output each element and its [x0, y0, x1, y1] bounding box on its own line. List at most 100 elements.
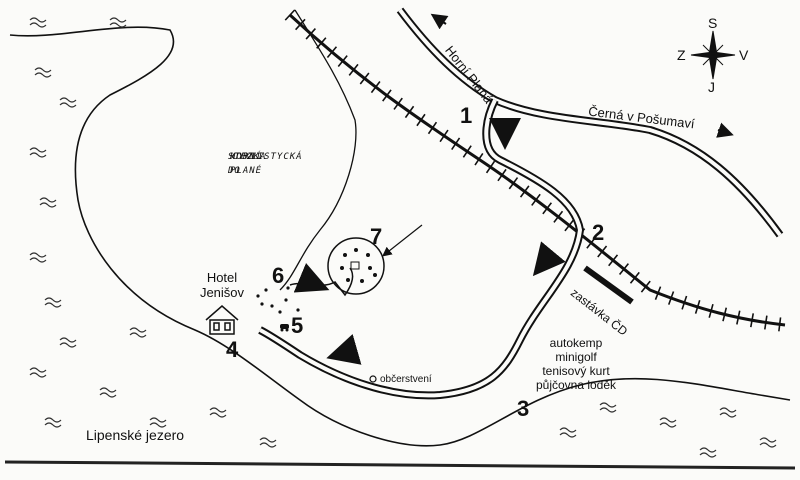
- railway-tie: [416, 113, 426, 127]
- railway-tie: [305, 28, 316, 40]
- railway-tie: [667, 291, 675, 305]
- camp-list: autokemp minigolf tenisový kurt půjčovna…: [520, 336, 632, 392]
- compass-north: S: [708, 15, 718, 31]
- railway-tie: [618, 263, 629, 276]
- compass-south: J: [708, 79, 715, 95]
- bike-path-line-3: HORNÍ PLANÉ: [230, 152, 263, 176]
- railway-tie: [370, 81, 381, 94]
- compass-east: V: [739, 47, 749, 63]
- camp-item-boat-rental: půjčovna loděk: [535, 378, 617, 392]
- arrow-icon: [532, 241, 566, 277]
- water-mark: [109, 17, 127, 28]
- lake-label: Lipenské jezero: [86, 427, 185, 443]
- railway-tie: [404, 105, 415, 119]
- camp-item-minigolf: minigolf: [555, 350, 597, 364]
- marker-4: 4: [226, 337, 239, 362]
- water-mark: [759, 437, 777, 448]
- arrow-icon: [326, 334, 362, 365]
- railway-tie: [736, 310, 741, 325]
- trees-icon: [256, 286, 300, 314]
- railway-tie: [694, 300, 701, 314]
- water-mark: [39, 197, 57, 208]
- water-mark: [209, 407, 227, 418]
- hotel-label-line-1: Hotel: [206, 270, 238, 285]
- railway-tie: [497, 168, 507, 182]
- water-mark: [29, 252, 47, 263]
- railway-tie: [629, 271, 640, 284]
- arrow-icon: [716, 122, 734, 138]
- railway-tie: [778, 317, 782, 332]
- water-mark: [29, 17, 47, 28]
- pointer-line: [382, 224, 423, 257]
- railway-tie: [564, 219, 575, 232]
- railway-tie: [542, 202, 553, 215]
- hotel-label: Hotel Jenišov: [196, 270, 248, 300]
- lake-shore: [9, 26, 791, 447]
- water-mark: [29, 147, 47, 158]
- railway-tie: [553, 210, 564, 223]
- railway-tie: [337, 55, 348, 67]
- bike-path-line-2: STEZKA DO: [228, 152, 267, 176]
- hotel-label-line-2: Jenišov: [199, 285, 245, 300]
- refreshment-icon: [369, 375, 377, 383]
- water-mark: [699, 447, 717, 458]
- train-stop-platform: [583, 265, 634, 305]
- water-mark: [559, 427, 577, 438]
- railway-tie: [427, 121, 438, 135]
- water-mark: [44, 297, 62, 308]
- marker-6: 6: [272, 263, 285, 288]
- water-mark: [59, 337, 77, 348]
- railway-tie: [654, 286, 662, 300]
- railway-ties: [284, 9, 782, 332]
- camp-item-autokemp: autokemp: [549, 336, 603, 350]
- railway-tie: [708, 303, 714, 318]
- marker-7: 7: [370, 224, 383, 249]
- railway-tie: [764, 315, 768, 330]
- marker-2: 2: [592, 220, 605, 245]
- arrow-icon: [430, 13, 449, 30]
- arrow-icon: [293, 263, 330, 293]
- water-mark: [149, 417, 167, 428]
- railway-tie: [393, 97, 403, 110]
- marker-1: 1: [460, 103, 473, 128]
- map-bottom-edge: [4, 460, 796, 470]
- railway-tie: [359, 72, 370, 85]
- hotel-icon: [205, 305, 239, 335]
- bike-path-line-1: CYKLISTYCKÁ: [232, 152, 303, 162]
- compass-west: Z: [677, 47, 686, 63]
- railway-tie: [295, 18, 306, 31]
- railway-tie: [485, 160, 496, 174]
- railway-tie: [284, 9, 296, 21]
- camp-item-tennis: tenisový kurt: [542, 364, 610, 378]
- railway-tie: [586, 236, 597, 249]
- water-mark: [29, 367, 47, 378]
- railway-tie: [597, 245, 608, 258]
- water-mark: [259, 437, 277, 448]
- compass-rose-icon: [690, 30, 736, 80]
- water-mark: [129, 327, 147, 338]
- water-mark: [99, 387, 117, 398]
- railway-tie: [508, 177, 519, 190]
- railway-tie: [462, 145, 472, 158]
- railway-tie: [681, 295, 688, 310]
- railway-tie: [382, 89, 392, 102]
- railway-tie: [640, 280, 651, 293]
- trees-icon: [340, 248, 377, 283]
- marker-3: 3: [517, 396, 530, 421]
- water-mark: [59, 97, 77, 108]
- water-marks: [29, 17, 777, 458]
- railway-tie: [439, 129, 449, 143]
- land-boundary: [279, 9, 357, 291]
- railway-tie: [451, 137, 461, 150]
- railway-tie: [316, 37, 327, 49]
- railway-tie: [608, 254, 619, 267]
- water-mark: [719, 407, 737, 418]
- water-mark: [599, 402, 617, 413]
- railway-tie: [722, 307, 728, 322]
- railway-tie: [750, 313, 755, 328]
- car-icon: [280, 324, 289, 332]
- railway-tie: [531, 193, 541, 206]
- railway-tie: [474, 153, 484, 166]
